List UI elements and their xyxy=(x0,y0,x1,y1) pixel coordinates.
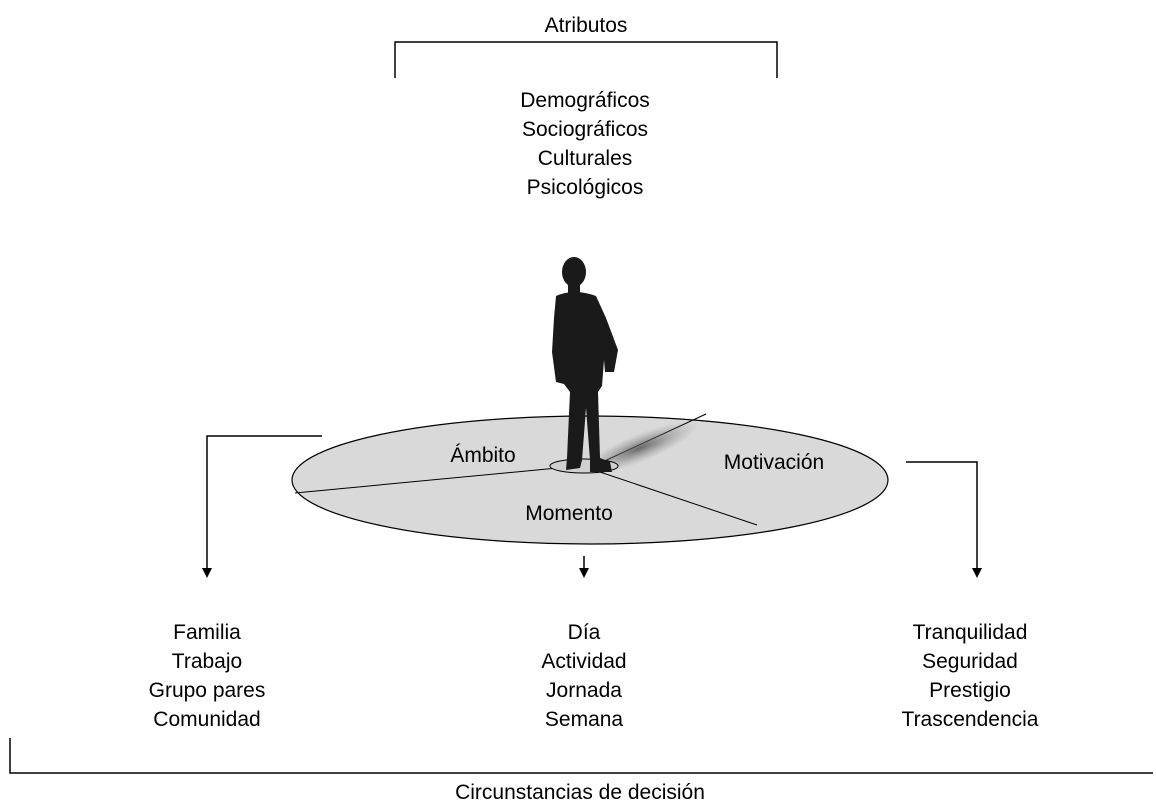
ambito-arrow-icon xyxy=(202,568,212,578)
motivacion-arrow-icon xyxy=(972,568,982,578)
momento-item: Jornada xyxy=(546,679,622,702)
motivacion-item: Prestigio xyxy=(929,679,1011,702)
motivacion-item: Tranquilidad xyxy=(912,621,1028,644)
attributes-title: Atributos xyxy=(544,14,628,37)
momento-item: Semana xyxy=(544,708,624,731)
attribute-item: Culturales xyxy=(537,147,633,170)
disc-label-ambito: Ámbito xyxy=(450,444,516,467)
momento-item: Día xyxy=(567,621,601,644)
attributes-bracket xyxy=(394,41,778,78)
disc-label-motivacion: Motivación xyxy=(723,451,825,474)
disc-label-momento: Momento xyxy=(525,502,613,525)
ambito-item: Trabajo xyxy=(171,650,243,673)
attribute-item: Demográficos xyxy=(520,89,650,112)
disc-divider-lower xyxy=(599,471,758,526)
decision-bracket xyxy=(9,738,1153,774)
attribute-item: Psicológicos xyxy=(526,176,644,199)
attribute-item: Sociográficos xyxy=(521,118,649,141)
decision-circumstances-title: Circunstancias de decisión xyxy=(455,781,705,804)
ambito-item: Comunidad xyxy=(153,708,261,731)
motivacion-item: Seguridad xyxy=(922,650,1018,673)
person-silhouette-icon xyxy=(552,257,618,472)
ambito-item: Grupo pares xyxy=(148,679,266,702)
momento-arrow-icon xyxy=(579,568,589,578)
attributes-list: Demográficos Sociográficos Culturales Ps… xyxy=(460,86,710,202)
disc-divider-left xyxy=(294,466,569,494)
motivacion-connector xyxy=(906,461,978,568)
momento-item: Actividad xyxy=(541,650,627,673)
ambito-connector xyxy=(206,435,322,568)
motivacion-item: Trascendencia xyxy=(901,708,1039,731)
ambito-item: Familia xyxy=(173,621,241,644)
ambito-list: Familia Trabajo Grupo pares Comunidad xyxy=(102,618,312,734)
motivacion-list: Tranquilidad Seguridad Prestigio Trascen… xyxy=(855,618,1085,734)
momento-list: Día Actividad Jornada Semana xyxy=(484,618,684,734)
